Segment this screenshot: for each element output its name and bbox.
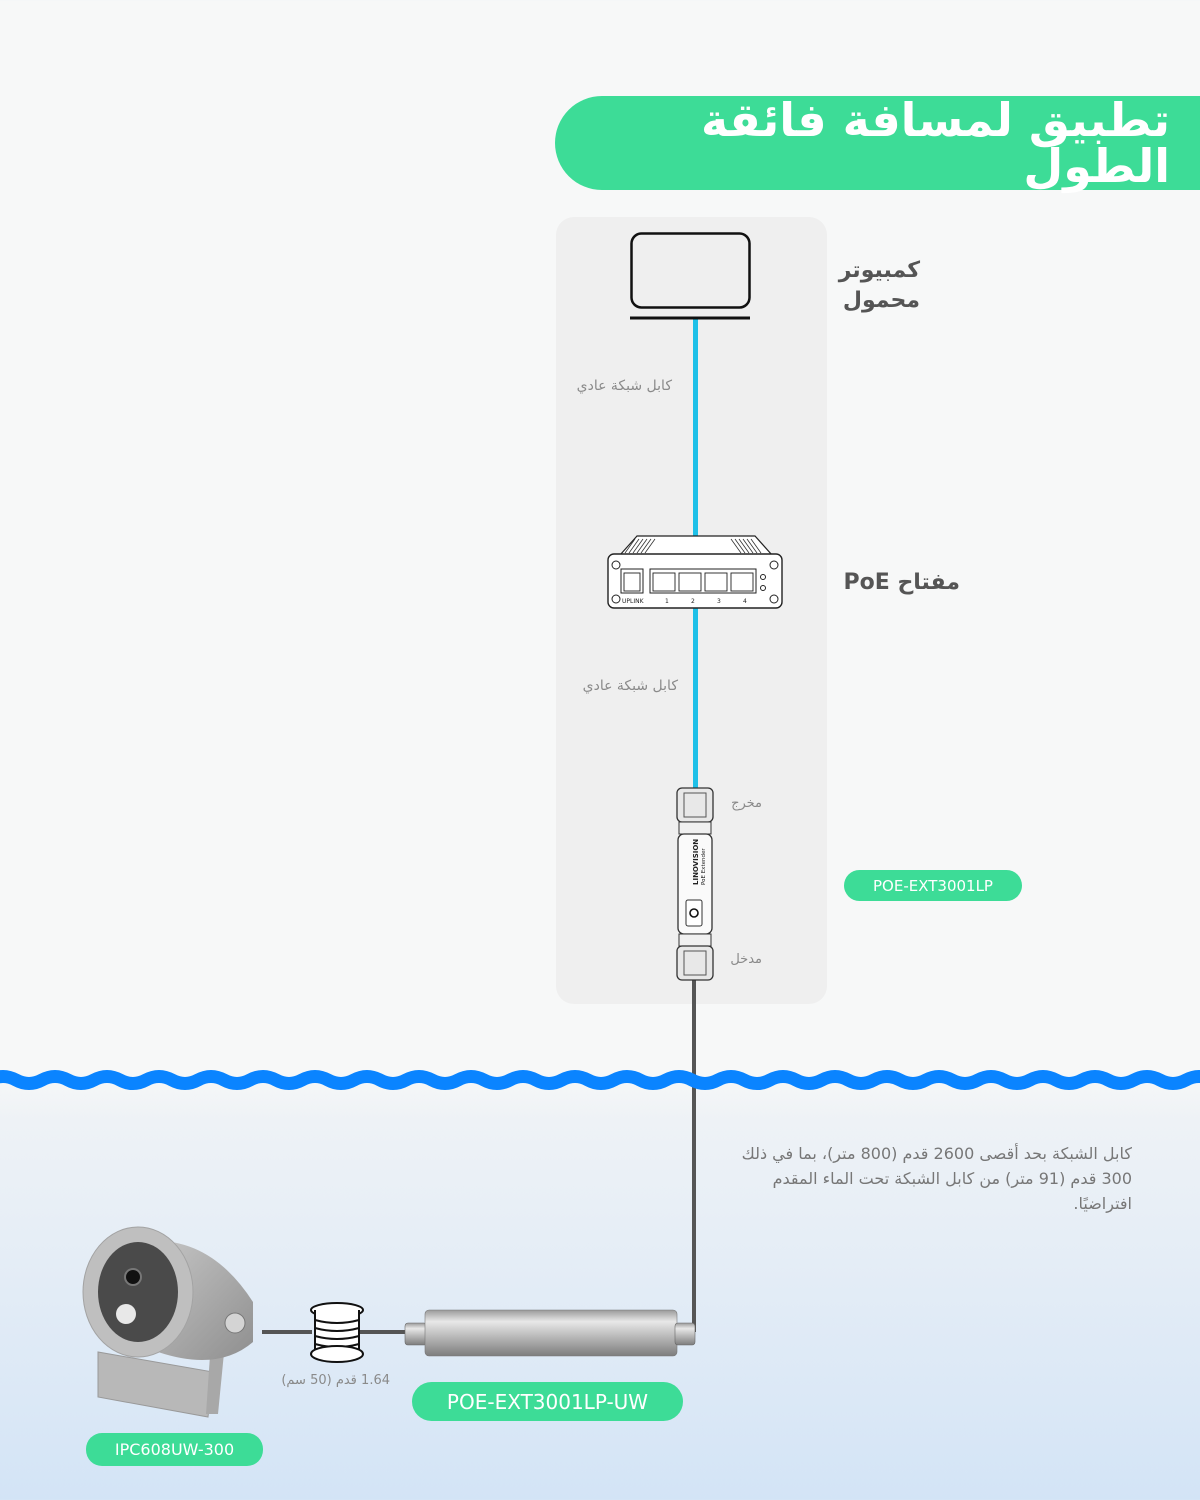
underwater-camera-icon [78, 1222, 268, 1426]
short-cable-length: 1.64 قدم (50 سم) [281, 1373, 390, 1388]
cable-laptop-to-switch [693, 318, 698, 536]
poe-switch-icon: UPLINK 1 2 3 4 [605, 533, 785, 615]
cable-reel-to-camera [262, 1330, 312, 1334]
water-surface-line [0, 1060, 1200, 1104]
cable-extender-to-reel [360, 1330, 410, 1334]
cable-extender-to-underwater [692, 980, 696, 1330]
cable-reel-icon [309, 1302, 365, 1368]
extender-output-label: مخرج [731, 796, 762, 811]
extender-brand: LINOVISION [692, 839, 700, 885]
port-label-1: 1 [665, 598, 669, 605]
poe-switch-label: مفتاح PoE [843, 570, 961, 595]
extender-model: POE-EXT3001LP [873, 876, 993, 895]
extender-input-label: مدخل [730, 952, 762, 967]
port-label-4: 4 [743, 598, 747, 605]
underwater-extender-model: POE-EXT3001LP-UW [446, 1389, 649, 1414]
camera-model: IPC608UW-300 [114, 1440, 235, 1459]
cable-label-top: كابل شبكة عادي [576, 378, 672, 394]
cable-distance-note: كابل الشبكة بحد أقصى 2600 قدم (800 متر)،… [741, 1144, 1132, 1213]
laptop-icon [630, 232, 752, 326]
port-label-3: 3 [717, 598, 721, 605]
cable-label-middle: كابل شبكة عادي [582, 678, 678, 694]
extender-subtext: PoE Extender [701, 848, 707, 885]
laptop-label: كمبيوتر محمول [838, 258, 920, 313]
poe-extender-icon: LINOVISION PoE Extender [674, 785, 716, 989]
cable-switch-to-extender [693, 608, 698, 788]
port-label-uplink: UPLINK [622, 598, 645, 605]
underwater-extender-model-badge: POE-EXT3001LP-UW [412, 1382, 683, 1421]
port-label-2: 2 [691, 598, 695, 605]
page-title: تطبيق لمسافة فائقة الطول [700, 93, 1170, 193]
camera-model-badge: IPC608UW-300 [86, 1433, 263, 1466]
underwater-extender-icon [404, 1308, 697, 1362]
title-banner: تطبيق لمسافة فائقة الطول [555, 96, 1200, 190]
extender-model-badge: POE-EXT3001LP [844, 870, 1022, 901]
